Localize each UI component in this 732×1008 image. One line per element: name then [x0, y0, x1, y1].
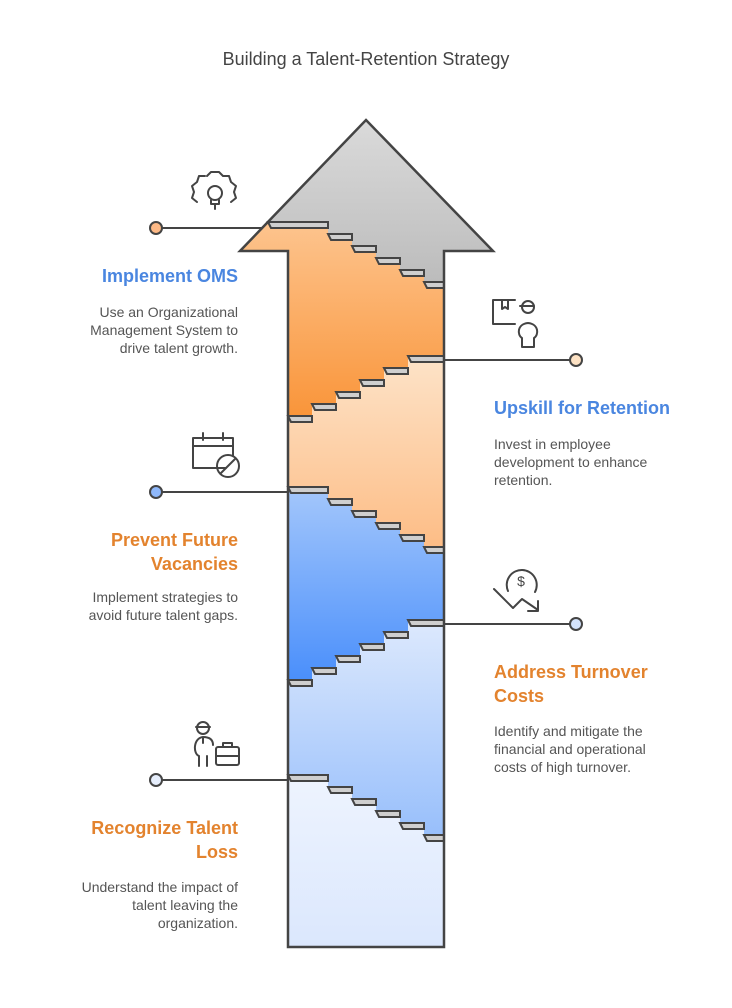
step-heading: Implement OMS	[101, 266, 238, 286]
stair-tread	[310, 403, 337, 411]
stair-tread	[266, 221, 329, 229]
step-heading: Upskill for Retention	[494, 398, 671, 418]
marker-dot-4	[569, 617, 583, 631]
step-description: Implement strategies to avoid future tal…	[88, 589, 238, 623]
stair-tread	[422, 546, 445, 554]
arrow-head-region	[268, 120, 493, 282]
stair-tread	[398, 534, 425, 542]
step-prevent-future-vacancies: Prevent Future Vacancies Implement strat…	[0, 528, 238, 624]
region-talent-loss	[288, 775, 444, 947]
stair-tread	[406, 355, 445, 363]
stair-tread	[350, 798, 377, 806]
employee-briefcase-icon	[193, 721, 240, 767]
stair-tread	[398, 822, 425, 830]
svg-text:$: $	[517, 573, 525, 589]
calendar-blocked-icon	[192, 432, 240, 478]
stair-tread	[310, 667, 337, 675]
diagram-title: Building a Talent-Retention Strategy	[222, 49, 510, 69]
arrow-outline	[237, 118, 496, 949]
stair-tread	[286, 486, 329, 494]
stair-tread	[382, 367, 409, 375]
stair-tread	[374, 522, 401, 530]
step-address-turnover-costs: Address Turnover Costs Identify and miti…	[494, 660, 732, 776]
stair-tread	[382, 631, 409, 639]
stair-tread	[422, 281, 445, 289]
step-description: Use an Organizational Management System …	[90, 304, 238, 356]
stair-tread	[374, 257, 401, 265]
gear-lightbulb-icon	[191, 171, 237, 210]
stair-tread	[358, 643, 385, 651]
step-heading: Recognize Talent Loss	[91, 818, 238, 862]
region-upskill	[288, 356, 444, 547]
step-description: Understand the impact of talent leaving …	[81, 879, 238, 931]
step-description: Identify and mitigate the financial and …	[494, 723, 646, 775]
step-recognize-talent-loss: Recognize Talent Loss Understand the imp…	[0, 816, 238, 932]
stair-tread	[326, 786, 353, 794]
marker-dot-3	[149, 485, 163, 499]
step-description: Invest in employee development to enhanc…	[494, 436, 648, 488]
stair-tread	[286, 415, 313, 423]
stair-tread	[326, 233, 353, 241]
worker-with-box-icon	[492, 299, 539, 348]
marker-dot-2	[569, 353, 583, 367]
step-heading: Address Turnover Costs	[494, 662, 648, 706]
stair-tread	[334, 655, 361, 663]
step-implement-oms: Implement OMS Use an Organizational Mana…	[0, 264, 238, 357]
stair-tread	[350, 510, 377, 518]
stair-tread	[286, 679, 313, 687]
step-upskill-for-retention: Upskill for Retention Invest in employee…	[494, 396, 732, 489]
stair-tread	[286, 774, 329, 782]
stair-tread	[326, 498, 353, 506]
marker-dot-5	[149, 773, 163, 787]
stair-tread	[398, 269, 425, 277]
stair-tread	[374, 810, 401, 818]
stair-tread	[334, 391, 361, 399]
dollar-decline-icon: $	[493, 569, 539, 612]
step-heading: Prevent Future Vacancies	[110, 530, 238, 574]
stair-tread	[350, 245, 377, 253]
marker-dot-1	[149, 221, 163, 235]
stair-tread	[406, 619, 445, 627]
stair-tread	[422, 834, 445, 842]
stair-tread	[358, 379, 385, 387]
